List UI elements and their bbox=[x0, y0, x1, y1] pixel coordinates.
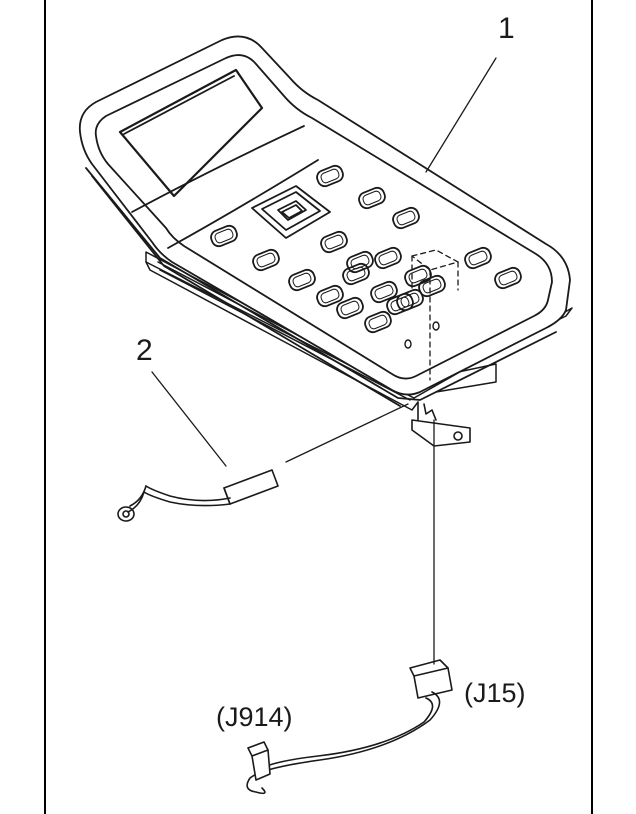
keypad-key-face bbox=[378, 250, 398, 266]
keypad-key bbox=[358, 186, 386, 210]
keypad-key bbox=[392, 206, 420, 230]
keypad-key-face bbox=[346, 266, 366, 282]
keypad-key bbox=[316, 164, 344, 188]
keypad-key-face bbox=[214, 228, 234, 244]
keypad-key-face bbox=[374, 284, 394, 300]
keypad-key bbox=[386, 292, 414, 316]
keypad-key-face bbox=[362, 190, 382, 206]
keypad-buttons bbox=[210, 164, 522, 334]
right-frame-border bbox=[591, 0, 593, 814]
callout-leader-lines bbox=[151, 57, 497, 665]
connector-hidden-outline bbox=[411, 249, 459, 381]
keypad-key-face bbox=[292, 272, 312, 288]
control-panel-body bbox=[78, 35, 571, 407]
keypad-key bbox=[320, 230, 348, 254]
keypad-key-face bbox=[320, 168, 340, 184]
keypad-key bbox=[346, 250, 374, 274]
keypad-key bbox=[374, 246, 402, 270]
mounting-tab bbox=[411, 401, 471, 447]
keypad-key-face bbox=[390, 296, 410, 312]
keypad-key-face bbox=[468, 250, 488, 266]
keypad-key bbox=[494, 266, 522, 290]
callout-1: 1 bbox=[498, 12, 515, 45]
keypad-key-face bbox=[324, 234, 344, 250]
keypad-key-face bbox=[408, 268, 428, 284]
keypad-key bbox=[418, 274, 446, 298]
keypad-key-face bbox=[498, 270, 518, 286]
keypad-key-face bbox=[320, 288, 340, 304]
keypad-key bbox=[316, 284, 344, 308]
keypad-key-face bbox=[368, 314, 388, 330]
keypad-key bbox=[364, 310, 392, 334]
keypad-key bbox=[288, 268, 316, 292]
keypad-key-face bbox=[396, 210, 416, 226]
ground-wire-assembly bbox=[117, 469, 279, 522]
keypad-key bbox=[336, 296, 364, 320]
keypad-key bbox=[342, 262, 370, 286]
keypad-key-face bbox=[350, 254, 370, 270]
keypad-key-face bbox=[256, 252, 276, 268]
keypad-key-face bbox=[340, 300, 360, 316]
keypad-key bbox=[210, 224, 238, 248]
navigation-pad bbox=[251, 185, 331, 239]
keypad-key bbox=[370, 280, 398, 304]
cable-harness bbox=[246, 659, 453, 795]
keypad-key bbox=[464, 246, 492, 270]
connector-label-j15: (J15) bbox=[464, 678, 526, 708]
indicator-leds bbox=[404, 321, 440, 349]
connector-label-j914: (J914) bbox=[216, 702, 293, 732]
keypad-key bbox=[252, 248, 280, 272]
callout-2: 2 bbox=[136, 334, 153, 367]
left-frame-border bbox=[44, 0, 46, 814]
